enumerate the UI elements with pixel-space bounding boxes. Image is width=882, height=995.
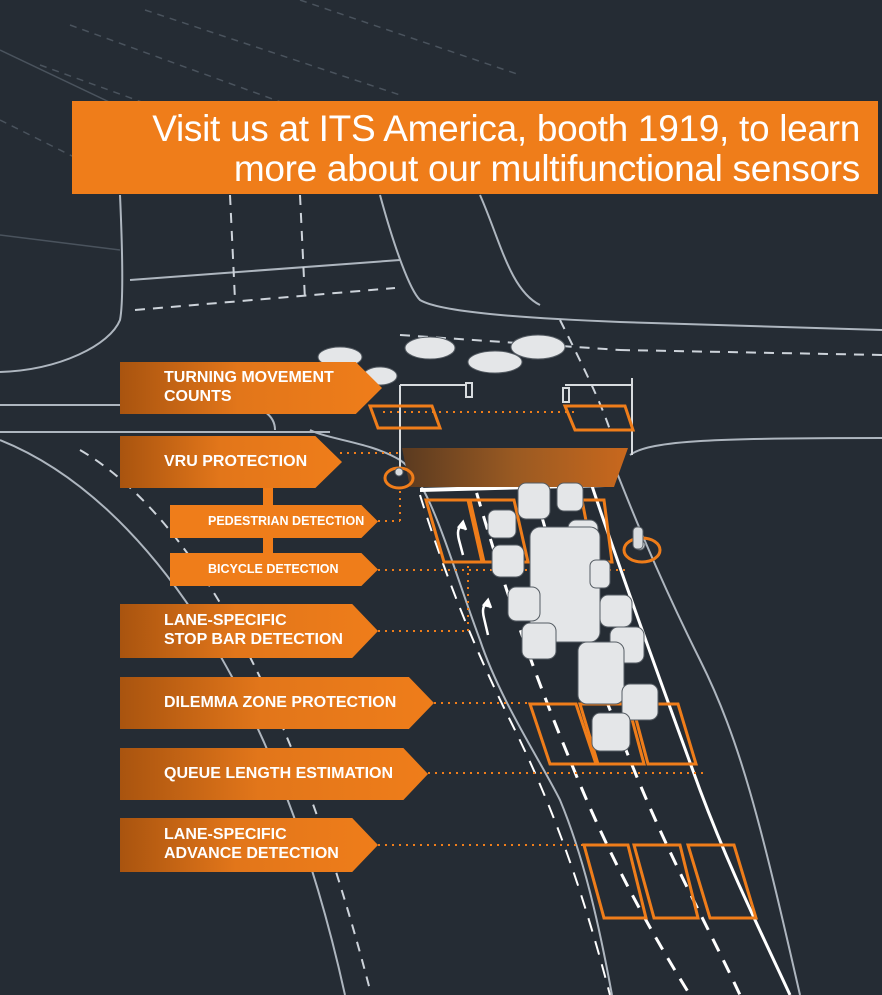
callout-label: VRU PROTECTION [164,452,308,470]
vehicle [467,350,523,374]
callout-turning-movement-counts: TURNING MOVEMENT COUNTS [120,362,382,414]
vehicle [591,712,631,752]
callout-bicycle-detection: BICYCLE DETECTION [170,553,378,586]
vehicle [621,683,659,721]
banner-line-2: more about our multifunctional sensors [233,148,860,189]
vehicle [599,594,633,628]
crosswalk-zone [402,448,628,487]
vehicle [521,622,557,660]
callout-label: BICYCLE DETECTION [208,562,339,577]
vehicle [507,586,541,622]
vehicle [487,509,517,539]
callout-label: QUEUE LENGTH ESTIMATION [164,764,394,782]
banner-line-1: Visit us at ITS America, booth 1919, to … [152,108,860,149]
vehicle [589,559,611,589]
callout-label-line-1: LANE-SPECIFIC [164,826,287,844]
callout-label-line-2: STOP BAR DETECTION [164,631,343,648]
callout-stop-bar-detection: LANE-SPECIFIC STOP BAR DETECTION [120,604,378,658]
callout-vru-protection: VRU PROTECTION [120,436,342,488]
callout-dilemma-zone-protection: DILEMMA ZONE PROTECTION [120,677,434,729]
leader-lines [340,411,705,846]
vehicle [510,334,566,360]
headline-banner: Visit us at ITS America, booth 1919, to … [72,101,878,194]
callout-queue-length-estimation: QUEUE LENGTH ESTIMATION [120,748,428,800]
vehicle [556,482,584,512]
callout-label-line-1: LANE-SPECIFIC [164,612,287,630]
callout-advance-detection: LANE-SPECIFIC ADVANCE DETECTION [120,818,378,872]
pedestrian [394,467,404,477]
callout-label: PEDESTRIAN DETECTION [208,514,365,529]
cyclist [632,526,644,550]
turn-arrows [456,519,493,636]
road-edges [0,194,882,995]
callout-label-line-1: TURNING MOVEMENT [164,369,334,387]
vehicle [491,544,525,578]
van [577,641,625,705]
vehicles [317,334,659,752]
callout-pedestrian-detection: PEDESTRIAN DETECTION [170,505,378,538]
callout-label-line-2: ADVANCE DETECTION [164,845,339,862]
vehicle [404,336,456,360]
callout-label-line-2: COUNTS [164,388,232,405]
vehicle [517,482,551,520]
callout-label: DILEMMA ZONE PROTECTION [164,693,397,711]
